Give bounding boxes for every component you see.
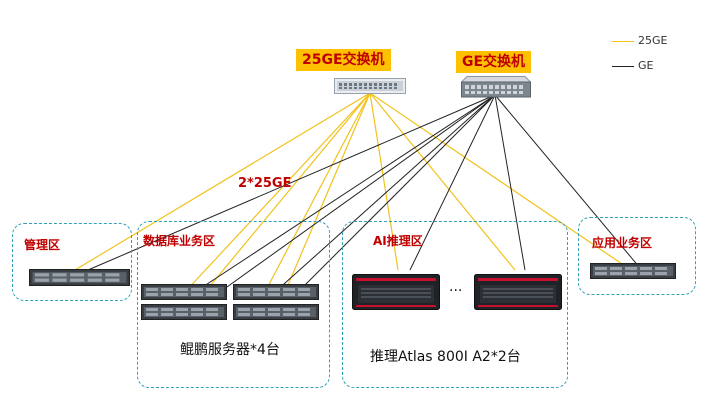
zone-mgmt-title: 管理区 [24, 238, 61, 252]
link-ge-mgmt [87, 94, 496, 271]
link-ge-app [494, 94, 641, 269]
link-ge-ai1 [409, 94, 496, 271]
zone-mgmt [12, 223, 132, 301]
legend-ge-line [612, 66, 634, 67]
atlas-server-2-icon [474, 274, 562, 310]
link-25ge-ai1 [369, 92, 399, 271]
db-server-2-icon [141, 304, 227, 320]
link-ge-ai2 [494, 94, 526, 271]
link-25ge-db2 [204, 92, 371, 293]
link-ge-db4 [297, 94, 496, 293]
zone-ai-caption: 推理Atlas 800I A2*2台 [370, 349, 521, 365]
link-25ge-mgmt [74, 92, 371, 271]
mgmt-server-icon [29, 269, 130, 286]
zone-ai-title: AI推理区 [373, 234, 423, 248]
legend-25ge-label: 25GE [638, 34, 668, 47]
link-25ge-db4 [284, 92, 371, 293]
ai-ellipsis: ... [449, 279, 463, 295]
link-ge-db2 [219, 94, 496, 293]
switch-25ge-label: 25GE交换机 [296, 49, 391, 71]
link-25ge-db1 [184, 92, 371, 293]
zone-db-caption: 鲲鹏服务器*4台 [180, 342, 280, 358]
zone-db-title: 数据库业务区 [143, 234, 216, 248]
zone-app [578, 217, 696, 295]
link-annotation: 2*25GE [238, 176, 292, 191]
zone-app-title: 应用业务区 [592, 236, 653, 250]
atlas-server-1-icon [352, 274, 440, 310]
switch-ge-label: GE交换机 [456, 51, 532, 73]
db-server-1-icon [141, 284, 227, 300]
switch-ge-icon [461, 76, 531, 98]
link-ge-db1 [194, 94, 496, 293]
link-25ge-ai2 [369, 92, 516, 271]
link-25ge-app [369, 92, 629, 269]
legend-25ge-line [612, 41, 634, 42]
legend-ge-label: GE [638, 59, 654, 72]
zone-ai [342, 221, 568, 388]
link-ge-db3 [274, 94, 496, 293]
switch-25ge-icon [334, 78, 406, 94]
zone-db [137, 221, 330, 388]
app-server-icon [590, 263, 676, 279]
link-25ge-db3 [264, 92, 371, 293]
db-server-4-icon [233, 304, 319, 320]
db-server-3-icon [233, 284, 319, 300]
